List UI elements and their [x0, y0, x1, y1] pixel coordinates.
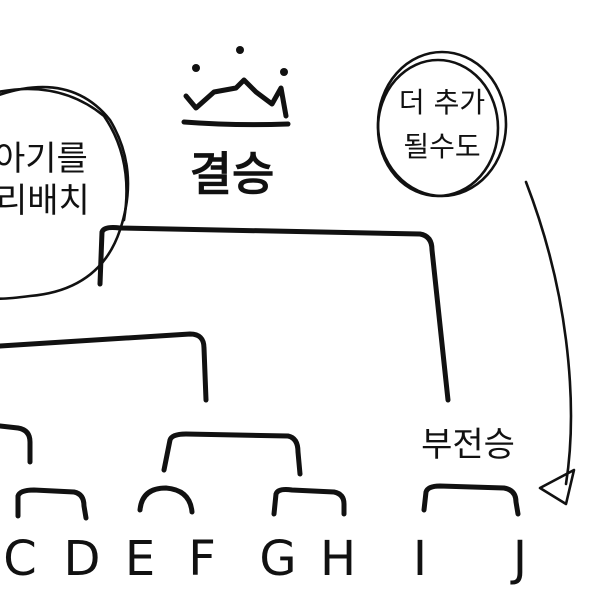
left-note-line-1: 아기를: [0, 139, 88, 179]
team-label: D: [64, 531, 101, 587]
team-label: I: [413, 531, 427, 587]
bye-label: 부전승: [421, 425, 515, 465]
left-note-bubble: 아기를 리배치: [0, 85, 130, 300]
left-note-line-2: 리배치: [0, 181, 90, 221]
team-label: F: [188, 531, 216, 587]
right-note-line-2: 될수도: [403, 130, 480, 163]
team-label: J: [510, 531, 527, 587]
team-label: H: [320, 531, 356, 587]
final-title: 결승: [190, 147, 275, 201]
bracket-lines: [0, 225, 521, 521]
crown-icon: [181, 46, 291, 128]
team-label: G: [259, 531, 296, 587]
arrow-head-icon: [538, 468, 576, 506]
team-label: E: [125, 531, 155, 587]
team-label: C: [3, 531, 37, 587]
note-arrow: [524, 180, 576, 506]
right-note-line-1: 더 추가: [399, 86, 485, 119]
right-note-bubble: 더 추가 될수도: [376, 50, 508, 198]
team-labels: C D E F G H I J: [3, 531, 527, 587]
